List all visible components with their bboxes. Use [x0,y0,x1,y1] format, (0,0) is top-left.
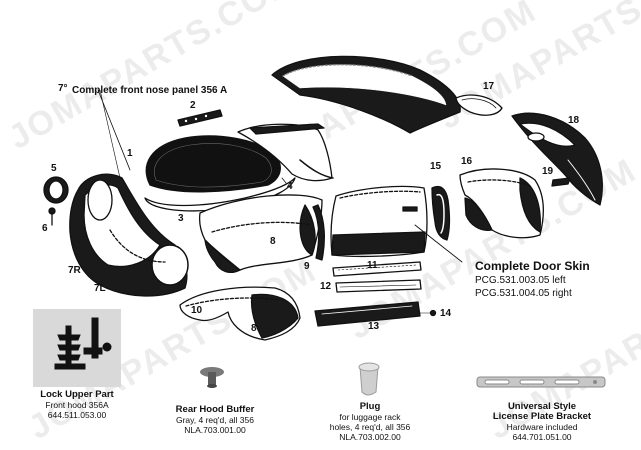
part-number: 8 [251,323,257,334]
front-hood [145,135,281,193]
part-number: 12 [320,281,332,292]
bracket-caption: Universal Style License Plate Bracket Ha… [482,401,602,443]
lock-line1: Front hood 356A [45,400,109,410]
rear-window-trim [455,94,503,116]
buffer-title: Rear Hood Buffer [175,404,255,415]
part-number: 5 [51,163,57,174]
plug-caption: Plug for luggage rack holes, 4 req'd, al… [314,401,426,443]
rear-deck-panel [511,112,603,206]
plug-line1: for luggage rack [339,412,401,422]
lower-rocker [314,301,421,327]
bracket-line1: Hardware included [506,422,578,432]
part-number: 15 [430,161,442,172]
cowl-panel [237,123,334,182]
lock-caption: Lock Upper Part Front hood 356A 644.511.… [22,389,132,421]
plug-title: Plug [359,401,381,412]
rear-fender [459,168,544,239]
buffer-line2: NLA.703.001.00 [184,425,246,435]
part-number: 9 [304,261,310,272]
buffer-caption: Rear Hood Buffer Gray, 4 req'd, all 356 … [160,404,270,436]
bracket-title2: License Plate Bracket [492,411,592,422]
part-number: 13 [368,321,380,332]
part-number: 14 [440,308,452,319]
part-number: 18 [568,115,580,126]
nose-panel-title: Complete front nose panel 356 A [72,85,228,96]
lock-upper-part-photo [33,309,121,387]
door-post [431,185,451,241]
part-number: 16 [461,156,473,167]
nose-panel-number: 7° [58,83,68,94]
part-number: 17 [483,81,495,92]
bracket-title1: Universal Style [507,401,577,412]
door-skin-right: PCG.531.004.05 right [475,288,572,299]
part-number: 8 [270,236,276,247]
hood-seal [144,177,296,212]
part-number: 7L [94,283,106,294]
roof-panel [271,55,461,134]
plug-line2: holes, 4 req'd, all 356 [329,422,411,432]
part-number: 7R [68,265,81,276]
nose-trim-piece [177,109,223,127]
part-number: 19 [542,166,554,177]
door-skin-title: Complete Door Skin [475,259,590,273]
front-nose-panel [69,173,189,297]
license-bracket-photo [476,376,606,388]
part-number: 4 [287,181,293,192]
lock-line2: 644.511.053.00 [47,410,107,420]
part-number: 10 [191,305,203,316]
door-sill-strip [332,261,422,277]
rear-hood-buffer-photo [200,367,224,388]
bolt [48,207,56,226]
front-fender-upper [199,194,323,273]
plug-photo [358,362,380,396]
part-19-bracket [551,177,571,187]
bracket-line2: 644.701.051.00 [512,432,572,442]
plug-line3: NLA.703.002.00 [339,432,401,442]
part-number: 6 [42,223,48,234]
headlight-bucket [43,176,69,204]
door-skin-callout: Complete Door Skin PCG.531.003.05 left P… [475,259,635,300]
part-number: 11 [367,260,378,271]
door-skin-left: PCG.531.003.05 left [475,275,566,286]
front-fender-lower [179,286,301,341]
rocker-panel [312,204,325,261]
lock-title: Lock Upper Part [40,389,114,400]
part-number: 3 [178,213,184,224]
part-number: 2 [190,100,196,111]
door-shell [330,185,428,258]
buffer-line1: Gray, 4 req'd, all 356 [175,415,254,425]
part-number: 1 [127,148,133,159]
